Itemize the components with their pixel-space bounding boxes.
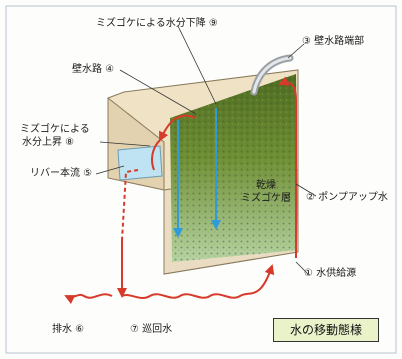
label-river: リバー本流 ⑤ (30, 168, 93, 179)
label-moss-layer: ミズゴケ層 (241, 193, 291, 204)
label-drain: 排水 ⑥ (52, 324, 85, 335)
circulation-flow (121, 264, 275, 299)
label-outlet: ③ 壁水路端部 (302, 36, 365, 47)
moss-texture (170, 74, 298, 262)
leader-wall-channel (119, 69, 197, 115)
label-moss-descent: ミズゴケによる水分下降 ⑨ (96, 18, 218, 29)
discharge-flow (64, 293, 113, 305)
leader-pump (295, 183, 317, 197)
label-pump-water: ② ポンプアップ水 (306, 192, 388, 203)
outer-frame (5, 5, 397, 354)
leader-descent (177, 25, 217, 105)
leader-outlet (287, 43, 305, 59)
leader-source (295, 261, 309, 275)
pump-up-flow (278, 76, 297, 258)
outlet-pipe-highlight (252, 56, 292, 94)
label-moss-dry: 乾燥 (256, 180, 276, 191)
river-down-flow (121, 169, 139, 241)
label-moss-rise-1: ミズゴケによる (20, 124, 90, 135)
leader-river (95, 165, 125, 175)
river-channel (117, 145, 163, 181)
leader-rise (99, 141, 151, 147)
label-water-source: ① 水供給源 (304, 268, 357, 279)
label-wall-channel: 壁水路 ④ (72, 64, 115, 75)
label-moss-rise-2: 水分上昇 ⑧ (22, 137, 75, 148)
moss-rise-flow (151, 139, 161, 171)
diagram-title: 水の移動態様 (273, 318, 379, 342)
wall-channel-flow (159, 114, 197, 142)
label-circulation: ⑦ 巡回水 (130, 324, 173, 335)
